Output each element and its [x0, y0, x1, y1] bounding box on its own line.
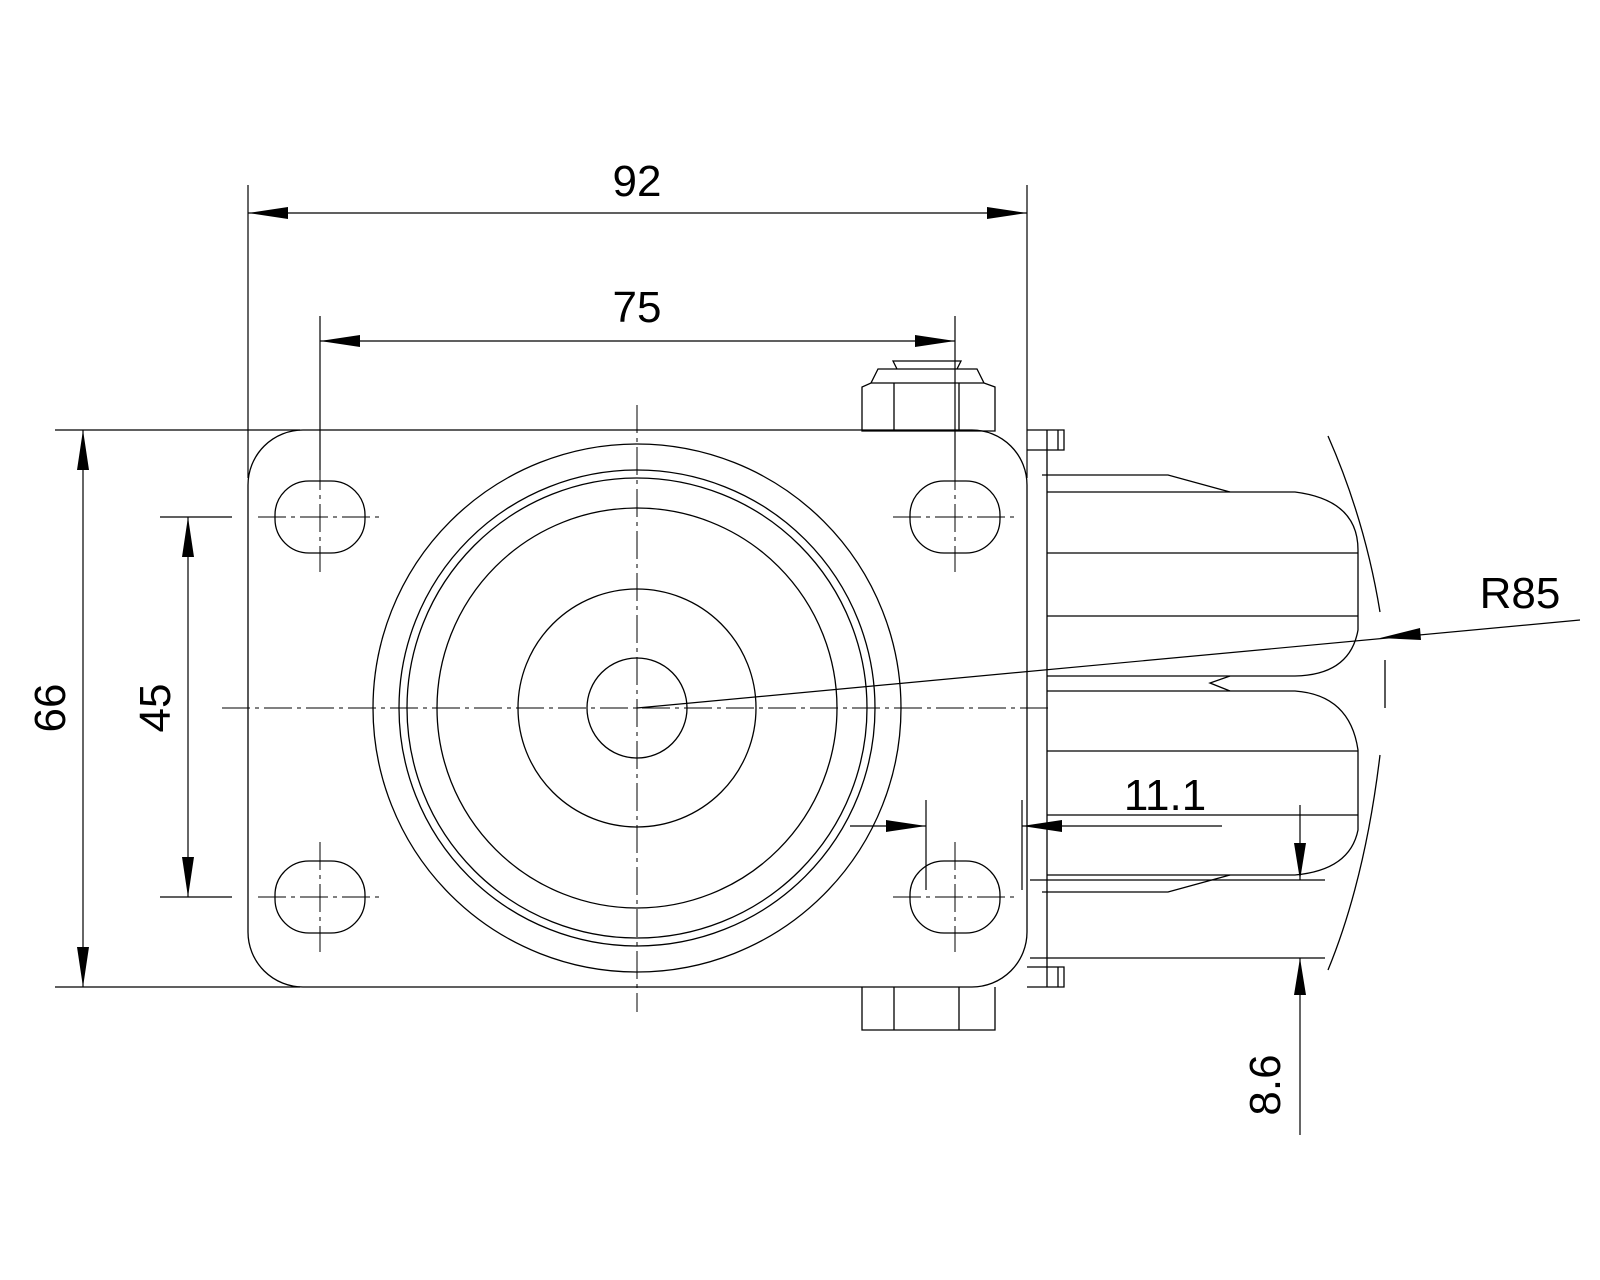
- dim-45-label: 45: [131, 684, 180, 733]
- dim-92-label: 92: [613, 157, 662, 206]
- dim-11-1-label: 11.1: [1124, 771, 1206, 820]
- dim-66-label: 66: [26, 684, 75, 733]
- dim-r85-label: R85: [1480, 569, 1561, 618]
- dimension-swivel-radius: R85: [636, 569, 1581, 709]
- dimension-hole-spacing-y: 45: [131, 516, 232, 898]
- dim-75-label: 75: [613, 283, 662, 332]
- lock-nut-bottom: [861, 987, 996, 1031]
- dim-8-6-label: 8.6: [1241, 1054, 1290, 1115]
- dimension-overall-width: 92: [247, 157, 1028, 478]
- dimension-wheel-offset: 8.6: [1030, 805, 1325, 1135]
- dimension-hole-spacing-x: 75: [319, 283, 956, 470]
- lock-nut-top: [861, 360, 996, 432]
- centerlines: [222, 405, 1050, 1012]
- dimension-offset: 11.1: [850, 771, 1222, 890]
- wheel-fork: [1027, 429, 1386, 988]
- dimension-overall-height: 66: [26, 429, 300, 988]
